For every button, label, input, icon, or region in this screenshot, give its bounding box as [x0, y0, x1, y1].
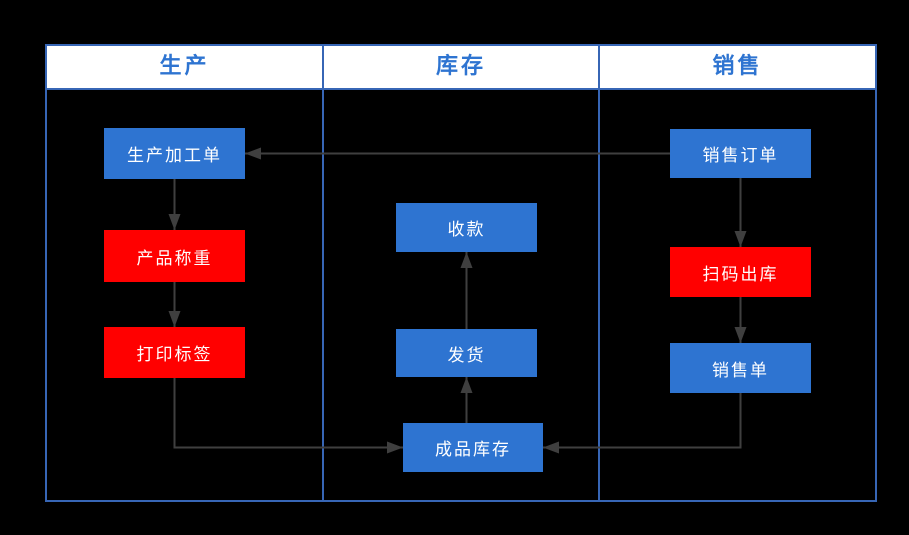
node-label: 收款 — [447, 220, 486, 240]
node-sales-order[interactable]: 销售订单 — [670, 129, 811, 178]
arrow-print-label-to-finished-goods-inventory — [173, 378, 403, 454]
lane-header-inventory: 库存 — [435, 54, 486, 79]
lane-divider-1 — [322, 46, 324, 500]
node-label: 销售单 — [712, 360, 769, 381]
swimlane-frame: 生产 库存 销售 生产加工单 产品称重 打印标签 收款 发货 成品库存 销售订单… — [45, 44, 877, 502]
flow-arrows — [168, 147, 747, 454]
lane-header-sales: 销售 — [712, 54, 763, 79]
node-product-weighing[interactable]: 产品称重 — [104, 230, 245, 282]
node-receive-payment[interactable]: 收款 — [396, 203, 537, 252]
node-label: 打印标签 — [136, 345, 213, 365]
node-sales-slip[interactable]: 销售单 — [670, 343, 811, 393]
node-print-label[interactable]: 打印标签 — [104, 327, 245, 378]
lane-header-band: 生产 库存 销售 — [47, 46, 875, 90]
node-ship-goods[interactable]: 发货 — [396, 329, 537, 377]
node-label: 扫码出库 — [702, 264, 779, 285]
node-label: 成品库存 — [435, 440, 511, 460]
node-label: 发货 — [447, 345, 486, 366]
node-scan-code-outbound[interactable]: 扫码出库 — [670, 247, 811, 297]
lane-divider-2 — [598, 46, 600, 500]
node-production-work-order[interactable]: 生产加工单 — [104, 128, 245, 179]
arrow-sales-slip-to-finished-goods-inventory — [543, 393, 742, 454]
node-label: 产品称重 — [136, 248, 213, 269]
node-label: 销售订单 — [702, 146, 779, 166]
lane-header-production: 生产 — [159, 54, 210, 79]
node-label: 生产加工单 — [127, 146, 222, 166]
node-finished-goods-inventory[interactable]: 成品库存 — [403, 423, 543, 472]
